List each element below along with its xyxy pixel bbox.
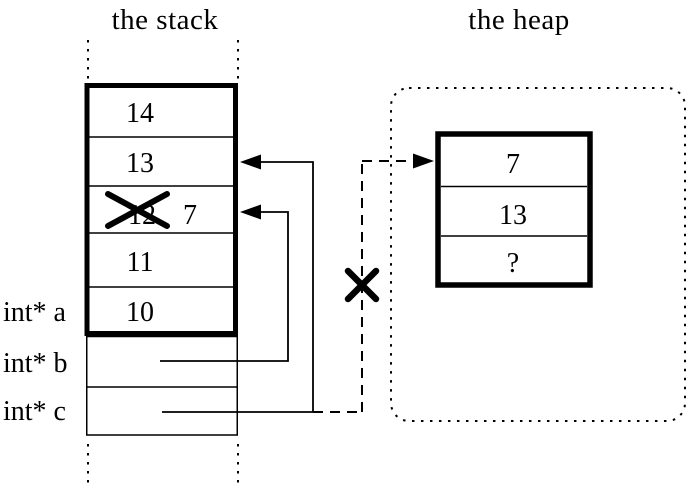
- pointer-label-b: int* b: [3, 348, 68, 379]
- pointer-label-a: int* a: [3, 297, 67, 328]
- heap-cell-value: ?: [507, 248, 519, 279]
- stack-title: the stack: [112, 4, 219, 36]
- stack-cell-value: 11: [127, 247, 154, 278]
- stack-pointer-cells: [86, 335, 238, 436]
- heap-block-border: [435, 131, 593, 288]
- stack-cell-value: 14: [126, 98, 154, 129]
- dangling-pointer-dashed-arrow: [313, 153, 434, 413]
- heap-region-dotted-outline: [390, 87, 686, 422]
- pointer-b-arrow: [160, 204, 289, 362]
- stack-frame-box: 14 13 12 7 11 10: [84, 83, 238, 336]
- stack-cell-value: 13: [126, 148, 154, 179]
- heap-block-box: 7 13 ?: [435, 131, 593, 288]
- pointer-label-c: int* c: [3, 396, 66, 427]
- broken-pointer-x-icon: [344, 267, 380, 303]
- arrowhead-left-icon: [240, 204, 261, 220]
- arrowhead-right-icon: [413, 153, 434, 169]
- pointer-cells-border: [86, 335, 238, 436]
- heap-cell-value: 13: [499, 200, 527, 231]
- arrowhead-left-icon: [240, 154, 261, 170]
- stack-cell-new-value: 7: [183, 200, 197, 231]
- cross-out-icon: [105, 191, 170, 229]
- stack-cell-value: 10: [126, 297, 154, 328]
- pointer-c-arrow: [162, 154, 314, 413]
- stack-frame-border: [84, 83, 238, 336]
- heap-title: the heap: [468, 4, 569, 36]
- heap-cell-value: 7: [506, 149, 520, 180]
